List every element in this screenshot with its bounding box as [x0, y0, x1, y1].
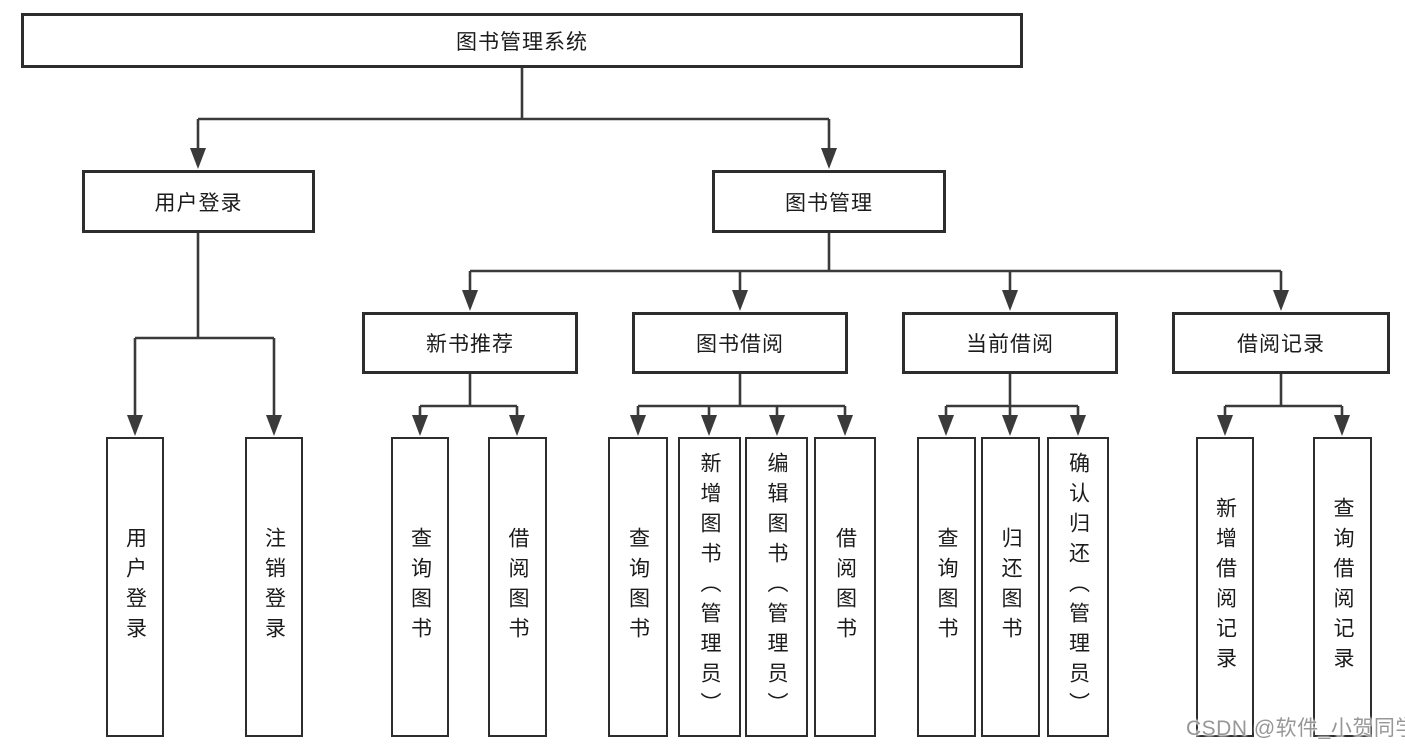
leaf-newbooks-query-books-label: 查询图书: [408, 527, 432, 647]
node-book-management: 图书管理: [712, 170, 946, 233]
leaf-newbooks-borrow-books-label: 借阅图书: [506, 527, 529, 647]
arrowheads: [127, 148, 1350, 436]
leaf-logout-login-label: 注销登录: [262, 527, 286, 647]
leaf-current-query-books-label: 查询图书: [935, 527, 958, 647]
node-root-library-system: 图书管理系统: [21, 13, 1023, 68]
leaf-newbooks-borrow-books: 借阅图书: [488, 437, 547, 737]
leaf-records-query-borrow-record-label: 查询借阅记录: [1331, 497, 1354, 677]
leaf-current-return-books-label: 归还图书: [999, 527, 1022, 647]
leaf-borrowing-borrow-books: 借阅图书: [814, 437, 876, 737]
leaf-borrowing-query-books: 查询图书: [608, 437, 668, 737]
leaf-records-add-borrow-record-label: 新增借阅记录: [1213, 497, 1237, 677]
leaf-borrowing-edit-books-admin: 编辑图书（管理员）: [745, 437, 808, 737]
leaf-logout-login: 注销登录: [245, 437, 303, 737]
leaf-borrowing-borrow-books-label: 借阅图书: [833, 527, 857, 647]
node-book-borrowing: 图书借阅: [632, 312, 848, 374]
leaf-borrowing-add-books-admin-label: 新增图书（管理员）: [698, 452, 721, 722]
node-current-borrowing: 当前借阅: [902, 312, 1118, 374]
node-new-book-recommend: 新书推荐: [362, 312, 578, 374]
leaf-records-query-borrow-record: 查询借阅记录: [1313, 437, 1372, 737]
leaf-borrowing-add-books-admin: 新增图书（管理员）: [678, 437, 741, 737]
leaf-current-confirm-return-admin-label: 确认归还（管理员）: [1066, 452, 1090, 722]
connector-paths: [133, 68, 1344, 424]
leaf-newbooks-query-books: 查询图书: [391, 437, 449, 737]
leaf-borrowing-edit-books-admin-label: 编辑图书（管理员）: [765, 452, 788, 722]
csdn-watermark: CSDN @软件_小贺同学: [1186, 717, 1405, 740]
node-borrowing-records: 借阅记录: [1172, 312, 1390, 374]
leaf-current-query-books: 查询图书: [917, 437, 976, 737]
leaf-borrowing-query-books-label: 查询图书: [626, 527, 650, 647]
leaf-current-confirm-return-admin: 确认归还（管理员）: [1047, 437, 1109, 737]
node-user-login: 用户登录: [82, 170, 315, 233]
leaf-user-login-label: 用户登录: [123, 527, 147, 647]
leaf-user-login: 用户登录: [106, 437, 164, 737]
leaf-records-add-borrow-record: 新增借阅记录: [1196, 437, 1254, 737]
leaf-current-return-books: 归还图书: [981, 437, 1040, 737]
